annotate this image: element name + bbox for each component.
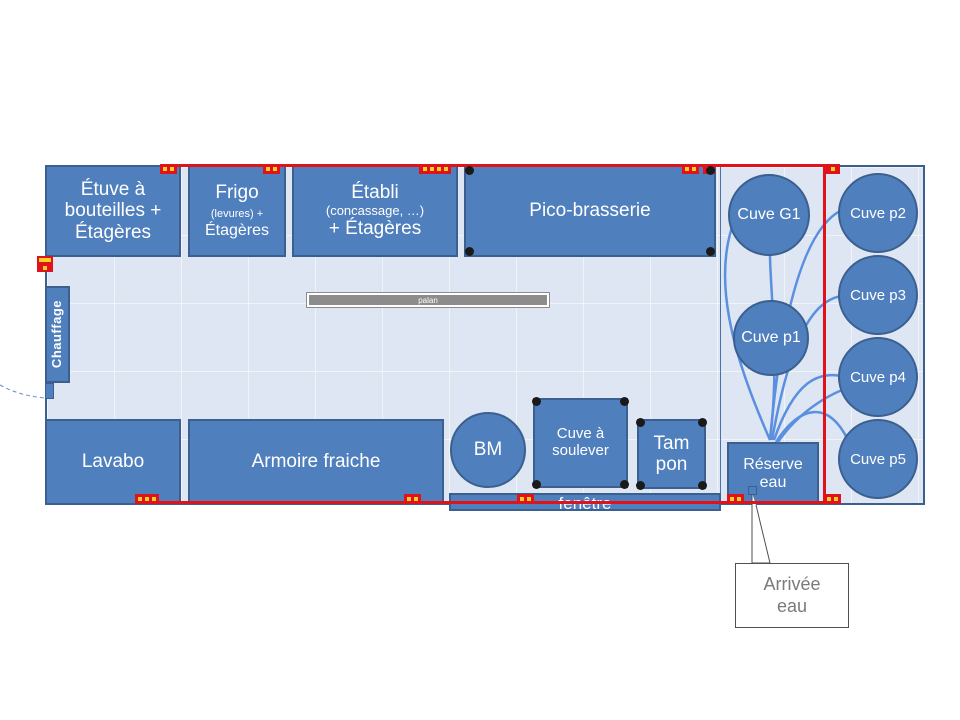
cold-cabinet: Armoire fraiche bbox=[188, 419, 444, 505]
fridge-line3: Étagères bbox=[204, 221, 270, 239]
cold-cabinet-label: Armoire fraiche bbox=[251, 451, 381, 473]
sink-label: Lavabo bbox=[81, 451, 145, 473]
buffer-tank-line1: Tam bbox=[653, 432, 690, 454]
heater-bracket bbox=[45, 383, 54, 399]
pipe-extra bbox=[776, 388, 843, 443]
bottle-oven-line1: Étuve à bbox=[80, 179, 146, 201]
callout-line1: Arrivée bbox=[763, 573, 821, 594]
fridge-line2-yeast: (levures) + bbox=[210, 207, 264, 220]
tank-p3-label: Cuve p3 bbox=[850, 286, 906, 304]
buffer-tank: Tam pon bbox=[637, 419, 706, 489]
heater: Chauffage bbox=[45, 286, 70, 383]
anchor-dot bbox=[636, 481, 645, 490]
water-inlet-mark bbox=[748, 486, 757, 495]
tank-p3: Cuve p3 bbox=[838, 255, 918, 335]
anchor-dot bbox=[532, 397, 541, 406]
anchor-dot bbox=[706, 247, 715, 256]
pico-brewery-label: Pico-brasserie bbox=[529, 200, 651, 222]
fridge-shelves: Frigo (levures) + Étagères bbox=[188, 165, 286, 257]
buffer-tank-line2: pon bbox=[655, 454, 688, 475]
liftable-tank: Cuve à soulever bbox=[533, 398, 628, 488]
socket-top-3 bbox=[419, 164, 451, 174]
fridge-line1: Frigo bbox=[215, 182, 259, 204]
socket-bottom-3 bbox=[517, 494, 534, 504]
tank-zone-divider bbox=[720, 167, 721, 503]
electrical-circuit-outline bbox=[160, 164, 826, 504]
socket-top-1 bbox=[160, 164, 177, 174]
pipe-p5 bbox=[774, 410, 850, 443]
anchor-dot bbox=[698, 481, 707, 490]
bottle-oven-shelves: Étuve à bouteilles + Étagères bbox=[45, 165, 181, 257]
sink: Lavabo bbox=[45, 419, 181, 505]
tank-p5-label: Cuve p5 bbox=[850, 450, 906, 468]
socket-bottom-4 bbox=[727, 494, 744, 504]
pipe-p2 bbox=[768, 208, 843, 441]
anchor-dot bbox=[706, 166, 715, 175]
water-reserve-line2: eau bbox=[759, 473, 787, 491]
anchor-dot bbox=[465, 166, 474, 175]
bm-tank: BM bbox=[450, 412, 526, 488]
bottle-oven-line2: bouteilles + bbox=[64, 200, 162, 222]
anchor-dot bbox=[698, 418, 707, 427]
tank-p1-label: Cuve p1 bbox=[741, 329, 801, 346]
socket-top-2 bbox=[263, 164, 280, 174]
liftable-tank-line1: Cuve à bbox=[556, 425, 605, 443]
tank-p4-label: Cuve p4 bbox=[850, 368, 906, 386]
anchor-dot bbox=[532, 480, 541, 489]
workbench-line3: + Étagères bbox=[328, 218, 422, 240]
socket-bottom-2 bbox=[404, 494, 421, 504]
socket-top-4 bbox=[682, 164, 699, 174]
callout-line2: eau bbox=[776, 595, 808, 616]
anchor-dot bbox=[636, 418, 645, 427]
water-reserve-line1: Réserve bbox=[743, 455, 803, 473]
anchor-dot bbox=[620, 480, 629, 489]
pico-brewery: Pico-brasserie bbox=[464, 165, 716, 257]
dashed-curve bbox=[0, 384, 47, 399]
workbench-line1: Établi bbox=[351, 182, 399, 204]
tank-g1-label: Cuve G1 bbox=[737, 206, 801, 223]
liftable-tank-line2: soulever bbox=[552, 442, 609, 459]
tank-g1: Cuve G1 bbox=[728, 174, 810, 256]
socket-left bbox=[37, 256, 53, 272]
workbench-line2: (concassage, …) bbox=[325, 202, 425, 218]
tank-p1: Cuve p1 bbox=[733, 300, 809, 376]
tank-p2: Cuve p2 bbox=[838, 173, 918, 253]
water-inlet-callout: Arrivée eau bbox=[735, 563, 849, 628]
tank-p2-label: Cuve p2 bbox=[850, 204, 906, 222]
tank-p4: Cuve p4 bbox=[838, 337, 918, 417]
bm-label: BM bbox=[473, 439, 503, 460]
workbench-shelves: Établi (concassage, …) + Étagères bbox=[292, 165, 458, 257]
socket-top-right bbox=[826, 164, 840, 174]
tank-p5: Cuve p5 bbox=[838, 419, 918, 499]
socket-bottom-1 bbox=[135, 494, 159, 504]
pipe-p4 bbox=[772, 373, 843, 441]
socket-bottom-5 bbox=[824, 494, 841, 504]
bottle-oven-line3: Étagères bbox=[74, 221, 152, 243]
hoist-rail: palan bbox=[307, 293, 549, 307]
anchor-dot bbox=[620, 397, 629, 406]
anchor-dot bbox=[465, 247, 474, 256]
hoist-label: palan bbox=[418, 295, 438, 305]
